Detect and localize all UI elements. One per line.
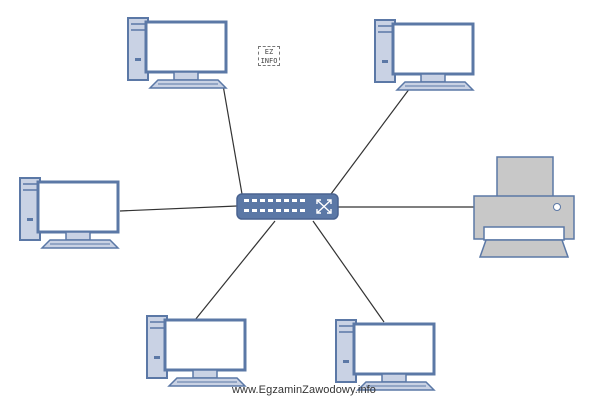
watermark-text: www.EgzaminZawodowy.info [232, 384, 377, 396]
computer-middle-left [18, 176, 120, 250]
link-top-right [330, 87, 411, 195]
link-bottom-right [312, 220, 385, 323]
links [119, 84, 474, 323]
computer-top-left [126, 16, 228, 90]
computer-bottom-left [145, 314, 247, 388]
link-top-left [222, 84, 243, 195]
network-switch [236, 193, 339, 220]
ez-info-logo: EZ INFO [258, 46, 280, 66]
computer-bottom-right [334, 318, 436, 392]
link-bottom-left [194, 220, 276, 321]
switch-arrows-icon [316, 199, 332, 214]
computer-top-right [373, 18, 475, 92]
logo-line-2: INFO [260, 57, 278, 65]
logo-line-1: EZ [264, 48, 274, 56]
printer [473, 156, 575, 258]
printer-led [553, 203, 561, 211]
link-middle-left [119, 205, 238, 212]
